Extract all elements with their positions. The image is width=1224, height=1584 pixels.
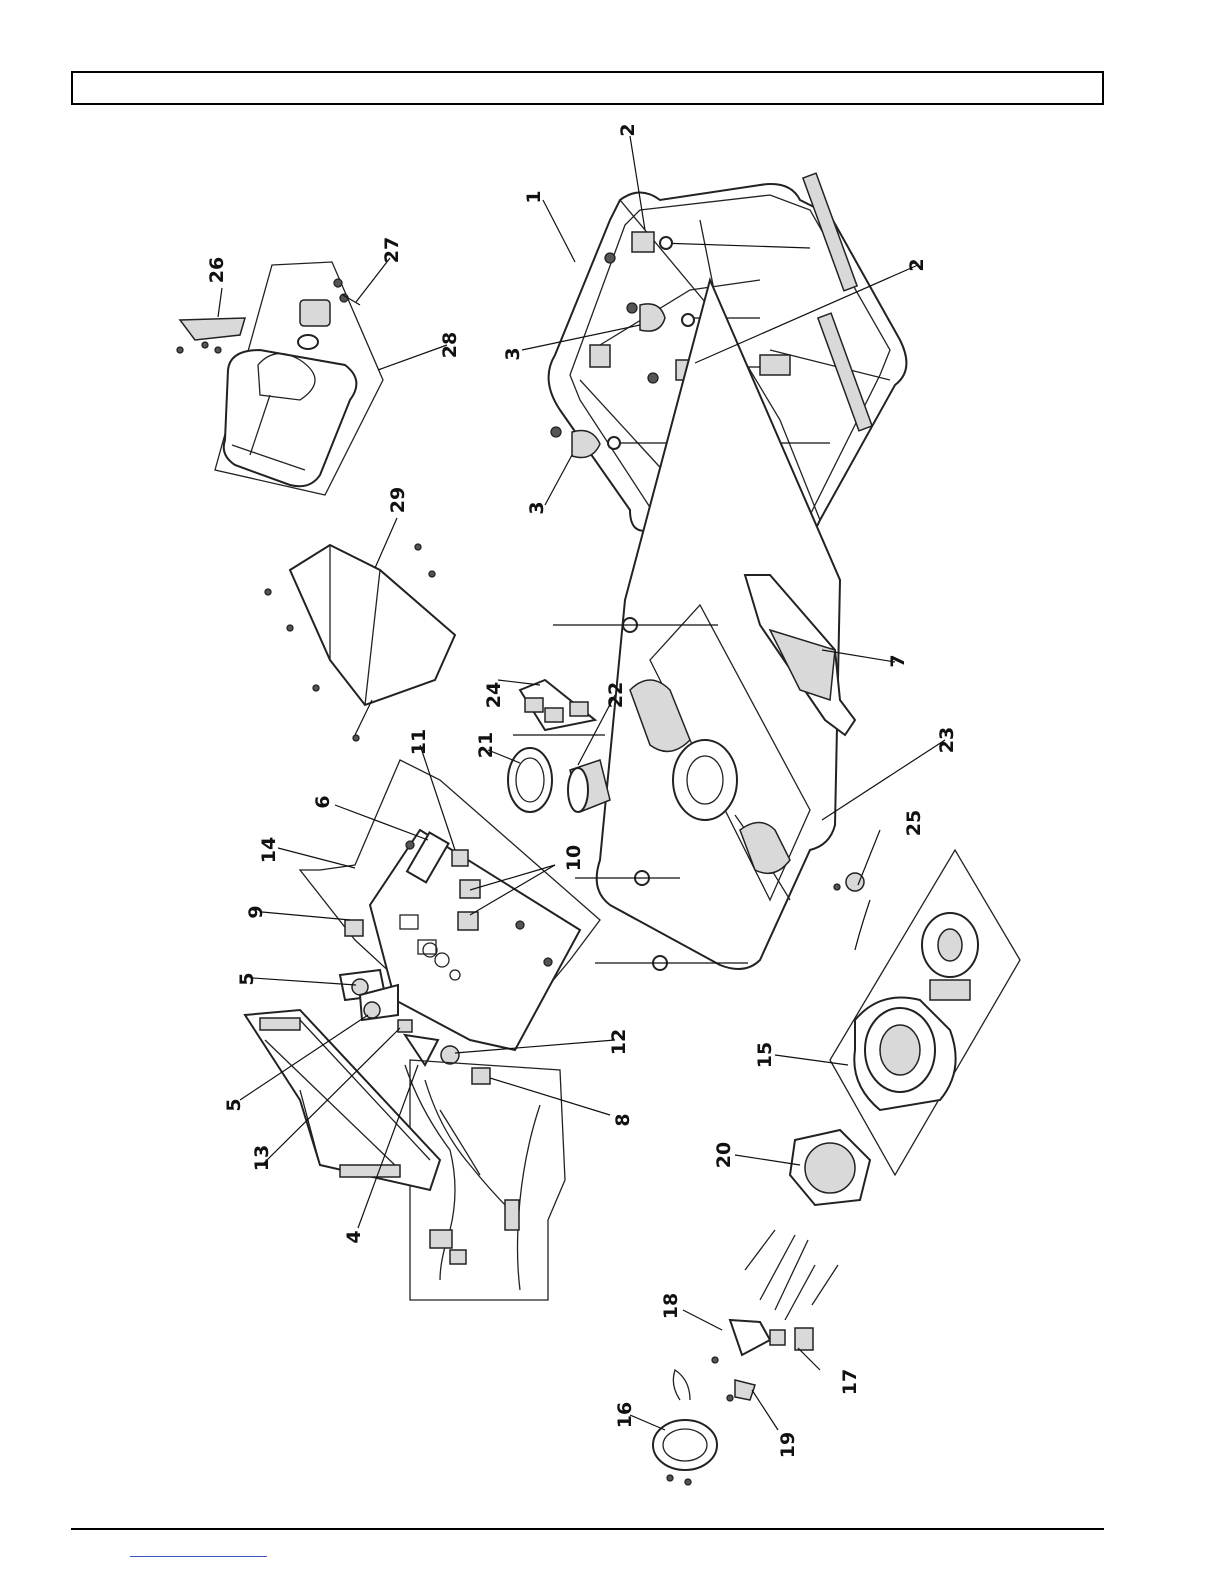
callout-20: 20 <box>713 1142 735 1168</box>
callout-21: 21 <box>475 732 497 758</box>
callout-13: 13 <box>251 1145 273 1171</box>
muffler-assembly <box>177 262 383 495</box>
callout-27: 27 <box>381 237 403 263</box>
callout-6: 6 <box>312 795 334 808</box>
callout-26: 26 <box>206 257 228 283</box>
alternator-assembly <box>790 850 1020 1205</box>
fuel-valve <box>834 873 870 950</box>
footer-link[interactable] <box>130 1556 267 1557</box>
callout-15: 15 <box>754 1042 776 1068</box>
footer-rule <box>71 1528 1104 1530</box>
callout-22: 22 <box>605 682 627 708</box>
callout-17: 17 <box>839 1369 861 1395</box>
callout-5a: 5 <box>236 972 258 985</box>
callout-3b: 3 <box>526 501 548 514</box>
control-panel-assembly <box>300 760 600 1050</box>
fuel-cap-and-strainer <box>508 680 610 812</box>
callout-4: 4 <box>343 1230 365 1243</box>
callout-25: 25 <box>903 810 925 836</box>
callout-8: 8 <box>612 1113 634 1126</box>
callout-10: 10 <box>563 845 585 871</box>
callout-23: 23 <box>936 727 958 753</box>
callout-1: 1 <box>523 190 545 203</box>
callout-29: 29 <box>387 487 409 513</box>
callout-28: 28 <box>439 332 461 358</box>
callout-12: 12 <box>608 1029 630 1055</box>
callout-9: 9 <box>245 905 267 918</box>
callout-16: 16 <box>614 1402 636 1428</box>
callout-2a: 2 <box>617 123 639 136</box>
callout-7: 7 <box>887 654 909 667</box>
heat-shield <box>265 544 455 741</box>
end-cover-parts <box>653 1230 838 1485</box>
callout-5b: 5 <box>223 1098 245 1111</box>
callout-11: 11 <box>408 729 430 755</box>
callout-14: 14 <box>258 837 280 863</box>
callout-2b: 2 <box>906 258 928 271</box>
callout-18: 18 <box>660 1293 682 1319</box>
callout-24: 24 <box>483 682 505 708</box>
callout-3a: 3 <box>502 347 524 360</box>
callout-19: 19 <box>777 1432 799 1458</box>
